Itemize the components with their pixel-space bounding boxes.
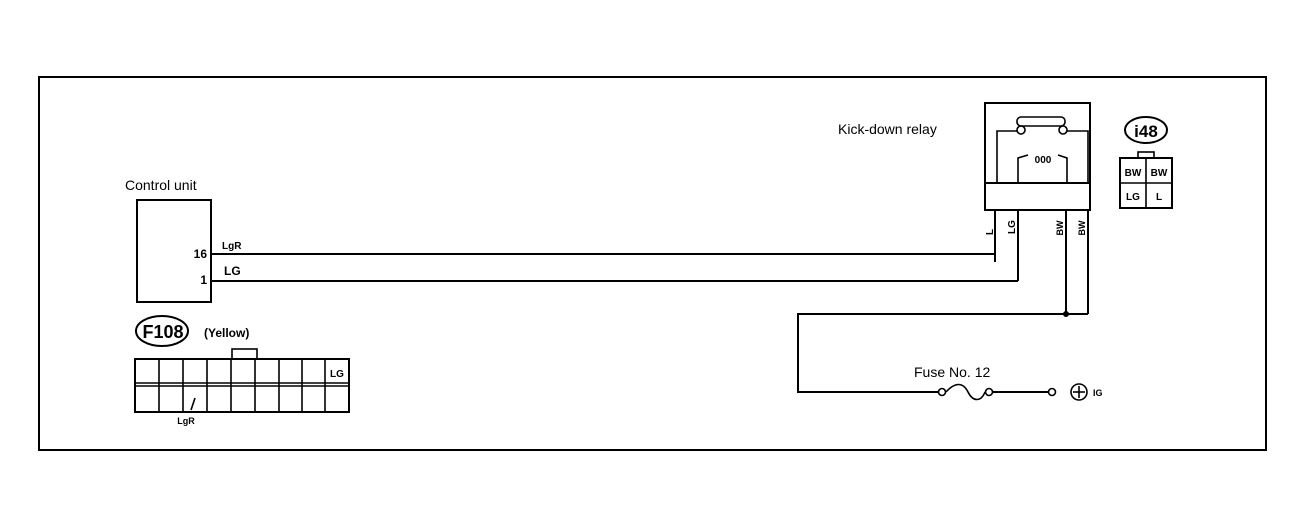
f108-id: F108 — [142, 322, 183, 342]
pin-1-label: 1 — [200, 273, 207, 287]
i48-cell-4: L — [1156, 192, 1162, 203]
fuse-symbol — [945, 383, 986, 401]
relay-body — [984, 102, 1091, 211]
f108-lg-label: LG — [330, 369, 344, 380]
control-unit-box — [136, 199, 212, 303]
i48-cell-1: BW — [1125, 168, 1142, 179]
power-ig-label: IG — [1093, 388, 1103, 398]
f108-oval — [135, 315, 189, 347]
control-unit — [136, 199, 1018, 303]
relay-title: Kick-down relay — [838, 121, 937, 137]
f108-lgr-label: LgR — [177, 416, 195, 426]
control-unit-title: Control unit — [125, 177, 197, 193]
fuse-label: Fuse No. 12 — [914, 364, 990, 380]
relay-terminal-lg: LG — [1007, 220, 1018, 234]
connector-i48 — [1119, 116, 1173, 209]
relay-coil-symbol: 000 — [1035, 155, 1052, 166]
power-plus-icon — [1070, 383, 1088, 401]
kick-down-relay — [984, 102, 1091, 317]
relay-terminal-bw-1: BW — [1055, 220, 1065, 235]
pin-16-label: 16 — [194, 247, 208, 261]
relay-contact-right — [1058, 125, 1068, 135]
relay-terminal-l: L — [985, 229, 996, 235]
relay-contact-left — [1016, 125, 1026, 135]
diagram-frame — [38, 76, 1267, 451]
wire-lg-label: LG — [224, 264, 241, 278]
connector-f108 — [134, 315, 350, 413]
f108-cell-dividers — [158, 359, 326, 412]
fuse-circuit — [797, 313, 1088, 401]
f108-color-note: (Yellow) — [204, 326, 249, 340]
relay-terminal-bw-2: BW — [1077, 220, 1087, 235]
relay-switch-bar — [1016, 116, 1066, 127]
f108-latch — [231, 348, 258, 360]
i48-id: i48 — [1134, 122, 1158, 141]
wire-lgr-label: LgR — [222, 241, 242, 252]
i48-cell-3: LG — [1126, 192, 1140, 203]
i48-cell-2: BW — [1151, 168, 1168, 179]
i48-oval — [1124, 116, 1168, 144]
